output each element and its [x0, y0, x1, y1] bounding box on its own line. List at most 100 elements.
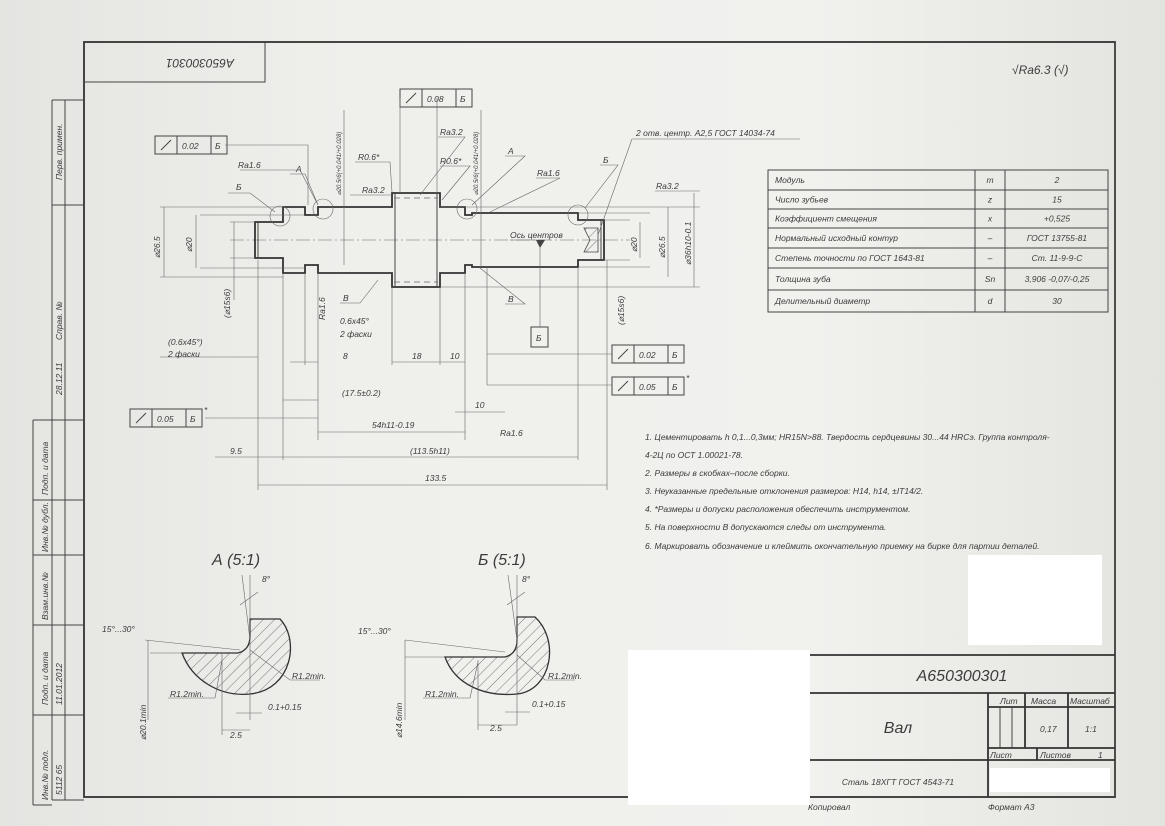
table-cell-param: Толщина зуба: [775, 274, 831, 284]
note-line: 4-2Ц по ОСТ 1.00021-78.: [645, 450, 743, 460]
section-b-angle: 8°: [522, 574, 531, 584]
redaction-patch: [628, 650, 810, 805]
roughness-ra1-6-a: Ra1.6: [238, 160, 261, 170]
callout-b-right: Б: [603, 155, 609, 165]
dim-d20-left: ⌀20: [184, 237, 194, 252]
tolerance-datum: Б: [215, 141, 221, 151]
title-mass: 0,17: [1040, 724, 1057, 734]
section-b-r-inner: R1.2min.: [425, 689, 459, 699]
section-a-chamfer: 15°...30°: [102, 624, 135, 634]
callouts: Ra1.6 Ra3.2 Ra3.2 Ra1.6 Ra3.2 Ra1.6 Ra1.…: [228, 127, 800, 438]
label-inv-podl: Инв.№ подл.: [40, 750, 50, 800]
table-cell-value: +0,525: [1044, 214, 1071, 224]
section-b-title: Б (5:1): [478, 552, 526, 569]
table-cell-symbol: Sn: [985, 274, 996, 284]
roughness-ra1-6-c: Ra1.6: [317, 297, 327, 320]
date-sprav: 28.12.11: [54, 362, 64, 396]
table-cell-value: 2: [1054, 175, 1060, 185]
date-podp: 11.01.2012: [54, 663, 64, 705]
roughness-ra1-6-b: Ra1.6: [537, 168, 560, 178]
shaft-main-view: [160, 110, 700, 490]
center-hole: [583, 227, 599, 253]
tolerance-mark: *: [686, 373, 690, 383]
table-cell-param: Коэффициент смещения: [775, 214, 877, 224]
callout-r0-6-left: R0.6*: [358, 152, 380, 162]
dim-133-5: 133.5: [425, 473, 447, 483]
section-a-r-outer: R1.2min.: [292, 671, 326, 681]
title-sheets-label: Листов: [1039, 750, 1072, 760]
section-a-title: А (5:1): [211, 552, 260, 569]
label-vzam-inv: Взам.инв.№: [40, 572, 50, 620]
tolerance-frame: 0.02 Б: [154, 135, 228, 155]
title-lit-label: Лит: [999, 696, 1018, 706]
title-mass-label: Масса: [1031, 696, 1056, 706]
title-material: Сталь 18ХГТ ГОСТ 4543-71: [842, 777, 955, 787]
note-line: 2. Размеры в скобках–после сборки.: [644, 468, 790, 478]
dim-18: 18: [412, 351, 422, 361]
section-b-diameter: ⌀14.6min: [394, 702, 404, 738]
table-cell-param: Модуль: [775, 175, 805, 185]
table-cell-value: 3,906 -0,07/-0,25: [1025, 274, 1090, 284]
callout-center-holes: 2 отв. центр. А2,5 ГОСТ 14034-74: [635, 128, 775, 138]
dim-113-5: (113.5h11): [410, 446, 450, 456]
datum-label: Б: [536, 333, 542, 343]
top-stamp: A650300301: [84, 42, 266, 83]
section-a: А (5:1) 8° 15°...30° R1.2min. R1.2min. 0…: [102, 552, 326, 740]
dim-d20-5r6-left: ⌀20.5r6(+0.041/+0.028): [337, 132, 343, 195]
roughness-ra3-2-c: Ra3.2: [656, 181, 679, 191]
roughness-ra3-2-b: Ra3.2: [440, 127, 463, 137]
table-cell-symbol: x: [987, 214, 993, 224]
dim-17-5: (17.5±0.2): [342, 388, 381, 398]
datum-triangle: [536, 240, 545, 248]
table-cell-value: 15: [1052, 195, 1062, 205]
tolerance-datum: Б: [460, 94, 466, 104]
section-a-diameter: ⌀20.1min: [138, 704, 148, 740]
tolerance-datum: Б: [672, 382, 678, 392]
tolerance-datum: Б: [672, 350, 678, 360]
note-line: 5. На поверхности В допускаются следы от…: [645, 522, 886, 532]
callout-a-left: А: [295, 164, 302, 174]
note-line: 4. *Размеры и допуски расположения обесп…: [645, 504, 910, 514]
runout-arrow-icon: [135, 412, 147, 424]
table-row: Модуль m 2: [775, 175, 1060, 185]
runout-arrow-icon: [405, 92, 417, 104]
note-line: 6. Маркировать обозначение и клеймить ок…: [645, 541, 1040, 551]
dim-d15s6-right: (⌀15s6): [616, 296, 626, 325]
side-strip: Перв. примен. Справ. № 28.12.11 Подп. и …: [40, 124, 64, 801]
tolerance-frame: 0.08 Б: [399, 88, 473, 108]
table-cell-value: ГОСТ 13755-81: [1027, 233, 1088, 243]
label-podp-data-2: Подп. и дата: [40, 652, 50, 705]
tolerance-frame: 0.02 Б: [611, 344, 685, 364]
section-b-r-outer: R1.2min.: [548, 671, 582, 681]
tolerance-value: 0.02: [639, 350, 656, 360]
tolerance-value: 0.08: [427, 94, 444, 104]
section-a-angle: 8°: [262, 574, 271, 584]
table-cell-symbol: z: [987, 195, 993, 205]
callout-v-left: В: [343, 293, 349, 303]
section-b-width: 2.5: [489, 723, 502, 733]
table-cell-param: Делительный диаметр: [774, 296, 870, 306]
table-cell-param: Число зубьев: [775, 195, 829, 205]
dim-chamfer-1: (0.6x45°): [168, 337, 203, 347]
note-line: 3. Неуказанные предельные отклонения раз…: [645, 486, 923, 496]
table-row: Нормальный исходный контур–ГОСТ 13755-81: [775, 233, 1087, 243]
dim-9-5: 9.5: [230, 446, 242, 456]
title-sheet-label: Лист: [989, 750, 1012, 760]
inv-podl-value: 5112 65: [54, 765, 64, 795]
tolerance-value: 0.02: [182, 141, 199, 151]
table-cell-symbol: m: [986, 175, 993, 185]
table-cell-value: 30: [1052, 296, 1062, 306]
section-a-gap: 0.1+0.15: [268, 702, 302, 712]
title-scale: 1:1: [1085, 724, 1097, 734]
dim-d20-right: ⌀20: [629, 237, 639, 252]
redaction-patch: [968, 555, 1102, 645]
label-perv-primen: Перв. примен.: [54, 124, 64, 181]
title-part-name: Вал: [884, 720, 912, 737]
runout-arrow-icon: [160, 139, 172, 151]
tolerance-value: 0.05: [157, 414, 174, 424]
tolerance-datum: Б: [190, 414, 196, 424]
